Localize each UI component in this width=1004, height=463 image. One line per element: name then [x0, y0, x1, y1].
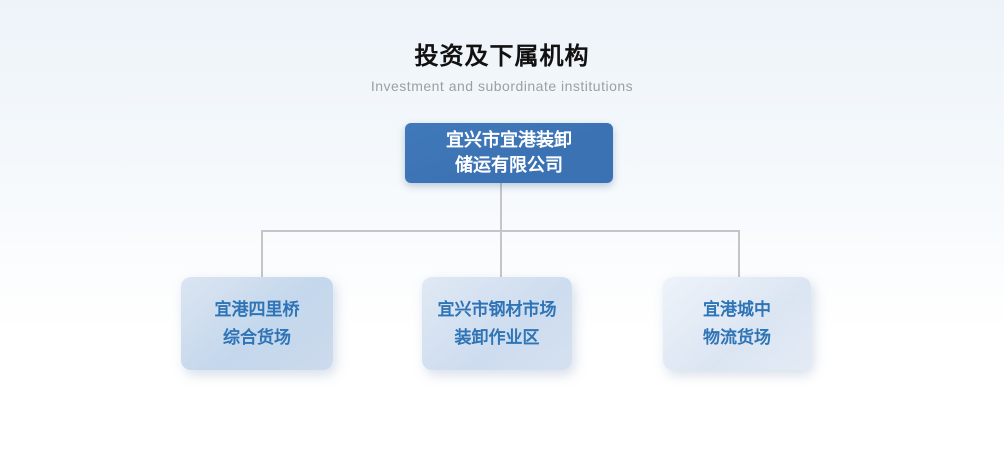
org-node-child-1: 宜港四里桥 综合货场: [181, 277, 333, 370]
org-node-child-1-line2: 综合货场: [223, 327, 291, 347]
org-node-child-2: 宜兴市钢材市场 装卸作业区: [422, 277, 572, 370]
org-node-root-line2: 储运有限公司: [455, 155, 563, 175]
connector-horizontal: [261, 230, 740, 232]
page-title: 投资及下属机构: [414, 43, 590, 70]
org-node-child-2-line2: 装卸作业区: [454, 327, 540, 347]
connector-left-drop: [261, 230, 263, 277]
org-node-root-line1: 宜兴市宜港装卸: [446, 130, 572, 150]
org-node-child-3-line1: 宜港城中: [703, 299, 771, 319]
page-subtitle: Investment and subordinate institutions: [370, 78, 634, 94]
org-node-child-1-line1: 宜港四里桥: [214, 299, 300, 319]
connector-right-drop: [738, 230, 740, 277]
org-node-child-2-line1: 宜兴市钢材市场: [437, 299, 557, 319]
org-node-child-3: 宜港城中 物流货场: [663, 277, 811, 370]
page-header: 投资及下属机构 Investment and subordinate insti…: [0, 42, 1004, 95]
org-node-child-3-line2: 物流货场: [703, 327, 771, 347]
org-node-root: 宜兴市宜港装卸 储运有限公司: [405, 123, 613, 183]
